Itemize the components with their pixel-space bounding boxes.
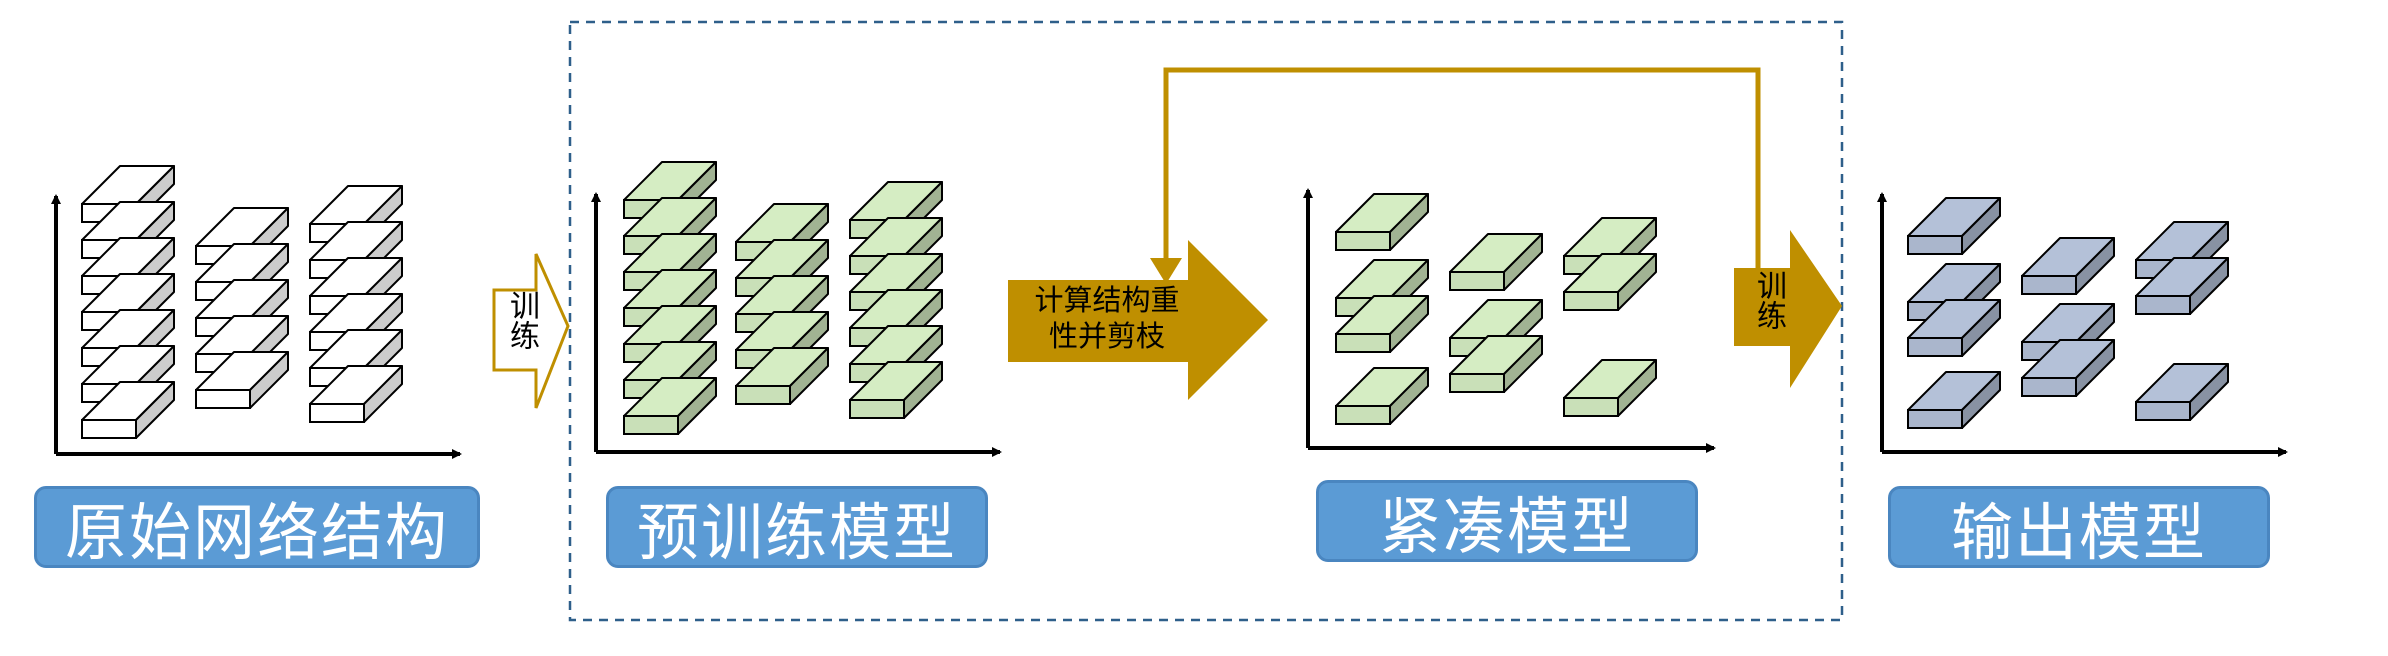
prune-arrow-text: 计算结构重 性并剪枝 (1012, 282, 1202, 354)
block-output-col1-0 (1907, 197, 2001, 255)
block-output-col1-3 (1907, 371, 2001, 429)
axes-original (51, 194, 462, 459)
block-compact-col1-0 (1335, 193, 1429, 251)
label-compact-model: 紧凑模型 (1316, 480, 1698, 563)
label-original-network: 原始网络结构 (34, 486, 480, 569)
block-output-col2-0 (2021, 237, 2115, 295)
block-compact-col3-1 (1563, 253, 1657, 311)
feedback-loop-line (1163, 67, 1761, 330)
block-output-col3-1 (2135, 257, 2229, 315)
dashed-frame-rect (568, 20, 1844, 622)
axes-compact (1303, 188, 1716, 453)
block-original-col2-0 (195, 351, 289, 409)
train-arrow-2-label: 训练 (1751, 270, 1786, 330)
feedback-loop-arrowhead (1150, 258, 1182, 284)
label-original-network-text: 原始网络结构 (64, 496, 449, 569)
label-pretrained-model: 预训练模型 (606, 486, 988, 569)
train-arrow-1-text: 训练 (496, 290, 546, 350)
block-compact-col3-2 (1563, 359, 1657, 417)
block-pretrained-col1-0 (623, 377, 717, 435)
block-compact-col2-2 (1449, 335, 1543, 393)
block-original-col1-0 (81, 381, 175, 439)
prune-arrow-line2: 性并剪枝 (1048, 319, 1165, 353)
train-arrow-1-label: 训练 (504, 290, 539, 350)
block-compact-col1-2 (1335, 295, 1429, 353)
label-pretrained-model-text: 预训练模型 (636, 496, 957, 569)
label-output-model-text: 输出模型 (1950, 496, 2207, 569)
train-arrow-2-text: 训练 (1744, 270, 1792, 330)
block-original-col3-0 (309, 365, 403, 423)
axes-pretrained (591, 192, 1002, 457)
label-compact-model-text: 紧凑模型 (1378, 490, 1635, 563)
block-output-col1-2 (1907, 299, 2001, 357)
axes-output (1877, 192, 2288, 457)
block-output-col3-2 (2135, 363, 2229, 421)
dashed-region-frame (568, 20, 1844, 622)
block-pretrained-col2-0 (735, 347, 829, 405)
label-output-model: 输出模型 (1888, 486, 2270, 569)
train-arrow-1-shape (492, 253, 570, 409)
train-arrow-2-shape (1734, 230, 1842, 388)
prune-arrow-line1: 计算结构重 (1034, 283, 1180, 317)
block-compact-col1-3 (1335, 367, 1429, 425)
prune-arrow-shape (1008, 240, 1268, 400)
block-pretrained-col3-0 (849, 361, 943, 419)
block-output-col2-2 (2021, 339, 2115, 397)
block-compact-col2-0 (1449, 233, 1543, 291)
